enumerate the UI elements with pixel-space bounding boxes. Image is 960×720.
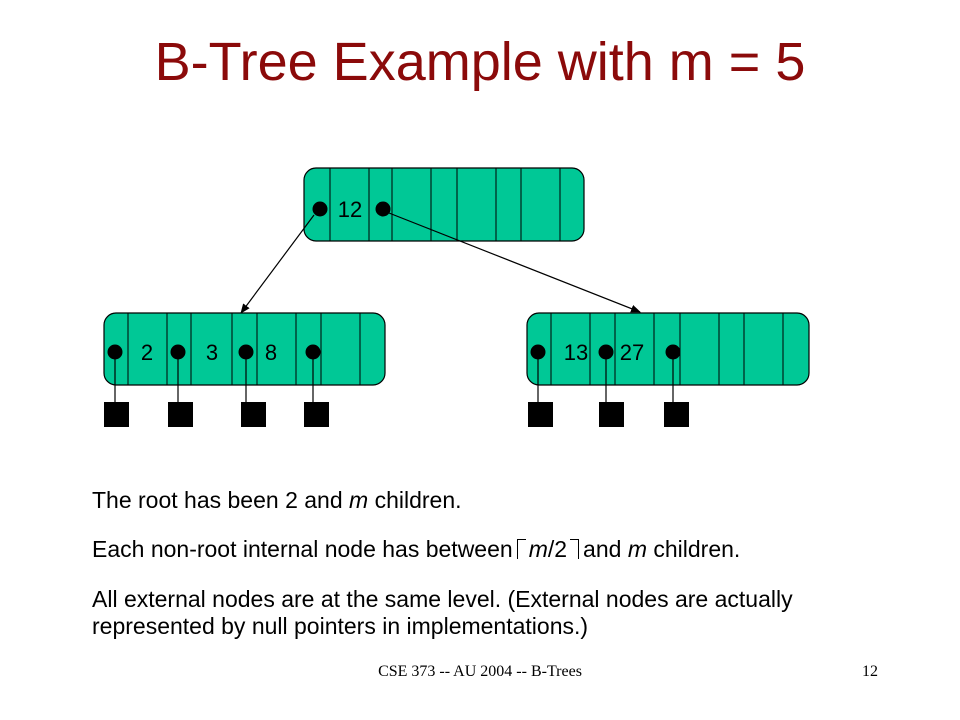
right-key-1: 13 <box>564 340 588 365</box>
root-to-right-arrow <box>388 212 641 313</box>
footer-page-number: 12 <box>862 663 878 680</box>
root-node: 12 <box>303 167 585 242</box>
right-key-2: 27 <box>620 340 644 365</box>
footer-course: CSE 373 -- AU 2004 -- B-Trees <box>378 663 582 680</box>
root-key-1: 12 <box>338 197 362 222</box>
root-node-box <box>303 167 585 242</box>
rule-text: and <box>583 536 628 562</box>
rule-internal-children: Each non-root internal node has between m… <box>92 536 740 563</box>
external-node <box>241 402 266 427</box>
rule-var-m: m <box>627 536 647 562</box>
left-key-2: 3 <box>206 340 218 365</box>
rule-text: /2 <box>547 536 568 562</box>
left-child-node: 2 3 8 <box>103 312 386 403</box>
external-node <box>528 402 553 427</box>
rule-var-m: m <box>349 487 369 513</box>
external-node <box>104 402 129 427</box>
rule-external-level: All external nodes are at the same level… <box>92 586 793 639</box>
left-key-1: 2 <box>141 340 153 365</box>
rule-text: children. <box>646 536 741 562</box>
rule-root-children: The root has been 2 and m children. <box>92 487 462 514</box>
external-node <box>304 402 329 427</box>
ceiling-right-bracket <box>570 539 580 559</box>
pointer-dot <box>312 201 328 217</box>
rule-text: Each non-root internal node has between <box>92 536 513 562</box>
pointer-dot <box>375 201 391 217</box>
ceiling-left-bracket <box>516 539 526 559</box>
rule-var-m: m <box>528 536 548 562</box>
external-node <box>664 402 689 427</box>
root-to-left-arrow <box>240 214 315 314</box>
rule-text: children. <box>368 487 462 513</box>
external-node <box>599 402 624 427</box>
rule-text: The root has been 2 and <box>92 487 350 513</box>
slide-title: B-Tree Example with m = 5 <box>154 32 806 92</box>
right-child-node: 13 27 <box>526 312 810 403</box>
external-node <box>168 402 193 427</box>
external-nodes <box>104 402 689 427</box>
left-key-3: 8 <box>265 340 277 365</box>
